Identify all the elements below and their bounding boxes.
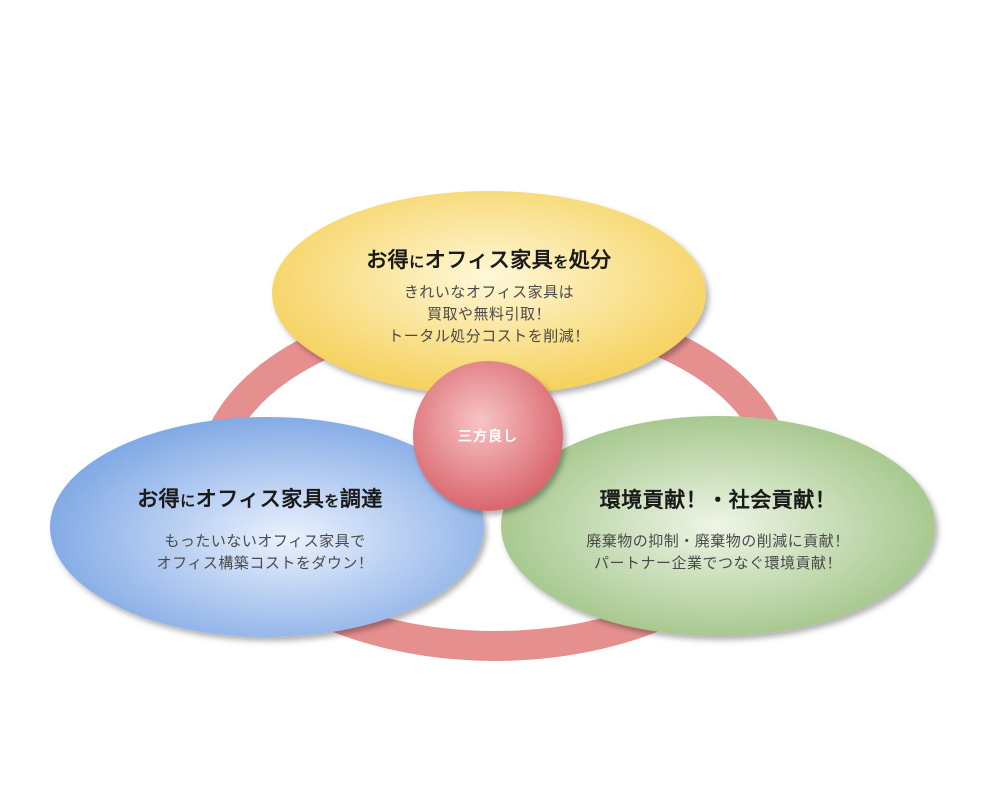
desc-line: パートナー企業でつなぐ環境貢献！ bbox=[593, 554, 842, 572]
desc-line: トータル処分コストを削減！ bbox=[388, 327, 590, 345]
center-circle bbox=[413, 361, 563, 511]
center-label: 三方良し bbox=[458, 429, 518, 445]
node-left-description: もったいないオフィス家具で オフィス構築コストをダウン！ bbox=[65, 530, 465, 574]
title-part: に bbox=[180, 492, 196, 510]
desc-line: オフィス構築コストをダウン！ bbox=[156, 554, 374, 572]
node-right-ellipse bbox=[501, 416, 935, 636]
node-top-title: お得にオフィス家具を処分 bbox=[289, 244, 689, 274]
title-part: お得 bbox=[366, 248, 410, 272]
node-top-description: きれいなオフィス家具は 買取や無料引取！ トータル処分コストを削減！ bbox=[289, 281, 689, 347]
desc-line: 廃棄物の抑制・廃棄物の削減に貢献！ bbox=[586, 532, 850, 550]
title-part: 環境貢献！・社会貢献！ bbox=[599, 488, 837, 512]
node-right-description: 廃棄物の抑制・廃棄物の削減に貢献！ パートナー企業でつなぐ環境貢献！ bbox=[518, 530, 918, 574]
title-part: を bbox=[324, 492, 340, 510]
title-part: 処分 bbox=[568, 248, 612, 272]
title-part: を bbox=[553, 253, 569, 271]
node-right-title: 環境貢献！・社会貢献！ bbox=[518, 484, 918, 514]
desc-line: きれいなオフィス家具は bbox=[403, 283, 575, 301]
node-left-ellipse bbox=[50, 417, 484, 637]
node-left-title: お得にオフィス家具を調達 bbox=[60, 483, 460, 513]
title-part: に bbox=[409, 253, 425, 271]
desc-line: もったいないオフィス家具で bbox=[164, 532, 366, 550]
title-part: オフィス家具 bbox=[195, 487, 325, 511]
desc-line: 買取や無料引取！ bbox=[426, 305, 551, 323]
title-part: お得 bbox=[137, 487, 181, 511]
node-top-ellipse bbox=[272, 191, 706, 395]
title-part: オフィス家具 bbox=[424, 248, 554, 272]
title-part: 調達 bbox=[339, 487, 383, 511]
